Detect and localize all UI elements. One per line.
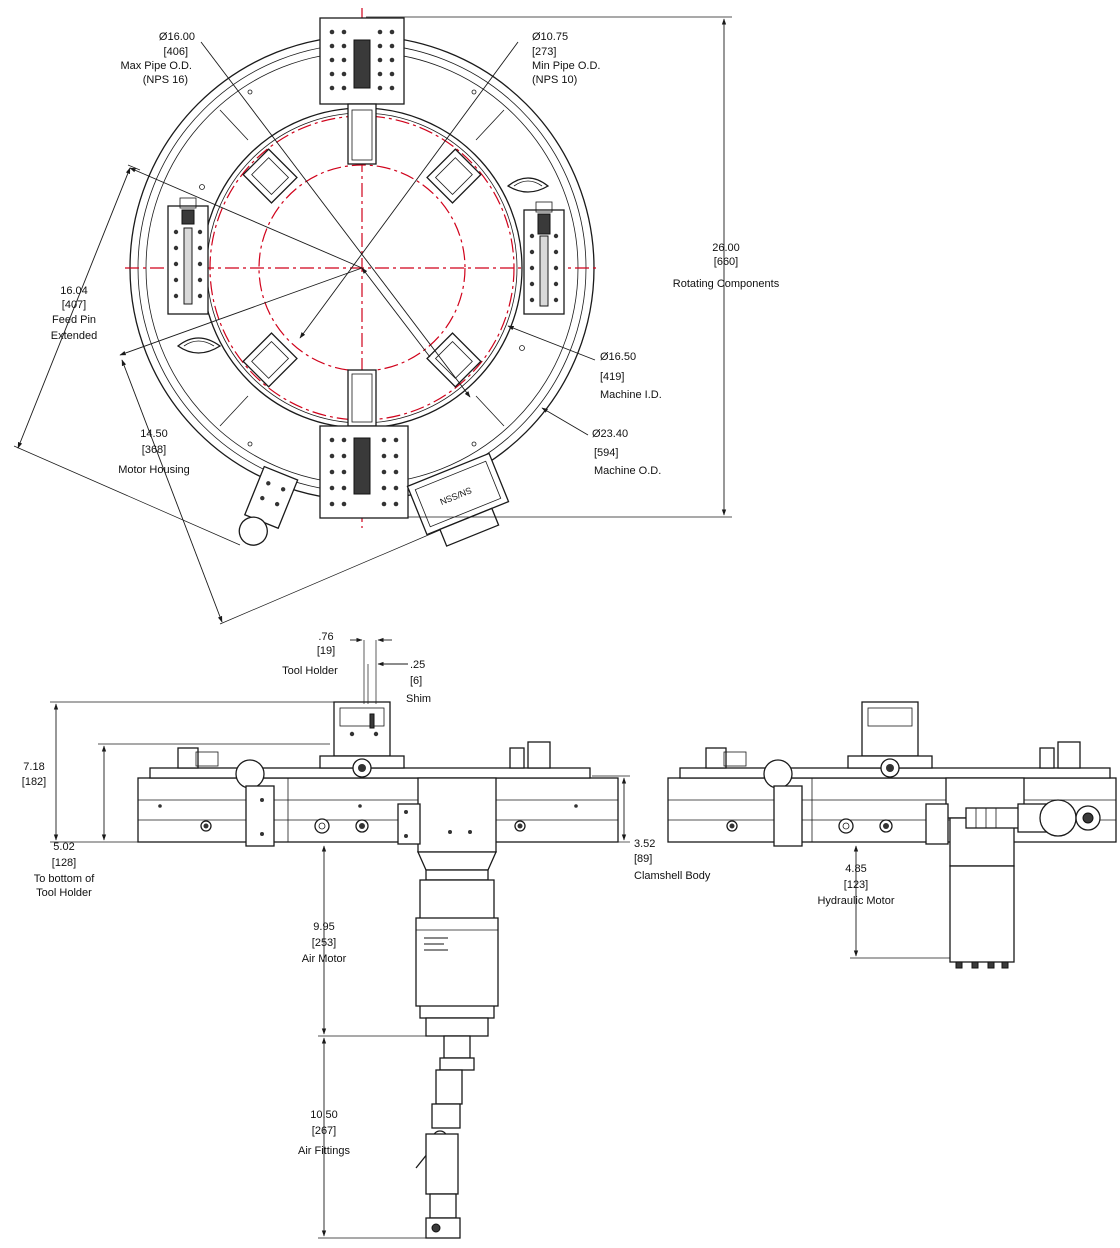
hydraulic-motor: [925, 777, 1101, 969]
feed-block-left: [167, 197, 209, 315]
svg-text:Clamshell Body: Clamshell Body: [634, 870, 711, 882]
clamshell-body: [137, 777, 619, 843]
motor-housing-dim: [121, 359, 441, 625]
svg-text:Machine I.D.: Machine I.D.: [600, 389, 662, 401]
body-holes: [158, 804, 578, 834]
diameter-leaders: [119, 41, 519, 398]
label-machine-id: Ø16.50 [419] Machine I.D.: [600, 351, 662, 401]
svg-text:Ø16.50: Ø16.50: [600, 351, 636, 363]
feed-block-right: [523, 201, 565, 315]
svg-text:[660]: [660]: [714, 256, 738, 268]
svg-text:Tool Holder: Tool Holder: [36, 887, 92, 899]
feed-pin-housing: [238, 465, 299, 546]
air-fittings-dim: [318, 1037, 428, 1239]
label-motor-housing: 14.50 [368] Motor Housing: [118, 428, 190, 476]
svg-text:[407]: [407]: [62, 299, 86, 311]
svg-text:Air Fittings: Air Fittings: [298, 1145, 350, 1157]
svg-text:Air Motor: Air Motor: [302, 953, 347, 965]
svg-text:[419]: [419]: [600, 371, 624, 383]
svg-text:[19]: [19]: [317, 645, 335, 657]
air-motor: [415, 879, 499, 1037]
svg-text:Tool Holder: Tool Holder: [282, 665, 338, 677]
tool-block-bottom: [319, 369, 409, 519]
top-view: SN/SSN: [13, 8, 732, 625]
svg-text:10.50: 10.50: [310, 1109, 338, 1121]
clamshell-height-dim: [592, 775, 630, 843]
svg-text:[267]: [267]: [312, 1125, 336, 1137]
tool-block-top: [319, 17, 405, 165]
label-air-motor: 9.95 [253] Air Motor: [302, 921, 347, 965]
svg-text:26.00: 26.00: [712, 242, 740, 254]
svg-text:14.50: 14.50: [140, 428, 168, 440]
label-machine-od: Ø23.40 [594] Machine O.D.: [592, 428, 661, 477]
label-overall-height: 7.18 [182]: [22, 761, 46, 788]
svg-text:9.95: 9.95: [313, 921, 334, 933]
svg-text:(NPS 10): (NPS 10): [532, 74, 577, 86]
svg-text:Ø23.40: Ø23.40: [592, 428, 628, 440]
svg-text:Motor Housing: Motor Housing: [118, 464, 190, 476]
svg-text:Ø16.00: Ø16.00: [159, 31, 195, 43]
svg-text:[182]: [182]: [22, 776, 46, 788]
label-feed-pin: 16.04 [407] Feed Pin Extended: [51, 285, 97, 342]
svg-text:4.85: 4.85: [845, 863, 866, 875]
svg-text:[406]: [406]: [164, 46, 188, 58]
air-motor-dim: [318, 845, 428, 1037]
svg-text:Ø10.75: Ø10.75: [532, 31, 568, 43]
svg-text:Rotating Components: Rotating Components: [673, 278, 780, 290]
overall-height-dim: [50, 701, 334, 843]
air-fittings: [415, 1035, 475, 1239]
svg-text:Shim: Shim: [406, 693, 431, 705]
svg-text:Hydraulic Motor: Hydraulic Motor: [817, 895, 894, 907]
svg-text:(NPS 16): (NPS 16): [143, 74, 188, 86]
front-view-hydraulic: [667, 701, 1117, 969]
feed-pin-knob: [235, 759, 275, 847]
label-to-bottom-tool-holder: 5.02 [128] To bottom of Tool Holder: [34, 841, 95, 899]
label-rotating-components: 26.00 [660] Rotating Components: [673, 242, 780, 290]
svg-text:[89]: [89]: [634, 853, 652, 865]
svg-text:3.52: 3.52: [634, 838, 655, 850]
tool-holder-width-dim: [350, 637, 408, 704]
jaw-pads: [242, 148, 482, 388]
svg-text:Extended: Extended: [51, 330, 97, 342]
svg-text:[368]: [368]: [142, 444, 166, 456]
svg-text:[6]: [6]: [410, 675, 422, 687]
svg-text:[128]: [128]: [52, 857, 76, 869]
label-tool-holder: .76 [19] Tool Holder: [282, 631, 338, 677]
label-max-pipe-od: Ø16.00 [406] Max Pipe O.D. (NPS 16): [120, 31, 195, 86]
front-view-air: [50, 637, 630, 1239]
svg-text:.76: .76: [318, 631, 333, 643]
svg-text:[253]: [253]: [312, 937, 336, 949]
motor-mount: SN/SSN: [406, 452, 510, 547]
svg-text:[123]: [123]: [844, 879, 868, 891]
svg-text:Min Pipe O.D.: Min Pipe O.D.: [532, 60, 600, 72]
svg-text:Feed Pin: Feed Pin: [52, 314, 96, 326]
svg-text:.25: .25: [410, 659, 425, 671]
svg-text:To bottom of: To bottom of: [34, 873, 95, 885]
svg-text:Max Pipe O.D.: Max Pipe O.D.: [120, 60, 192, 72]
label-air-fittings: 10.50 [267] Air Fittings: [298, 1109, 350, 1157]
gearbox-housing: [397, 777, 498, 881]
label-shim: .25 [6] Shim: [406, 659, 431, 705]
tool-holder: [319, 701, 405, 778]
svg-text:16.04: 16.04: [60, 285, 88, 297]
svg-text:Machine O.D.: Machine O.D.: [594, 465, 661, 477]
label-clamshell-body: 3.52 [89] Clamshell Body: [634, 838, 711, 882]
rotating-components-dim: [366, 16, 732, 518]
hydraulic-motor-dim: [850, 845, 950, 959]
label-hydraulic-motor: 4.85 [123] Hydraulic Motor: [817, 863, 894, 907]
label-min-pipe-od: Ø10.75 [273] Min Pipe O.D. (NPS 10): [532, 31, 600, 86]
lift-lug-left: [176, 337, 222, 354]
svg-text:5.02: 5.02: [53, 841, 74, 853]
svg-text:7.18: 7.18: [23, 761, 44, 773]
svg-text:[273]: [273]: [532, 46, 556, 58]
ring-segments: [219, 109, 505, 427]
svg-text:[594]: [594]: [594, 447, 618, 459]
lift-lug-right: [506, 177, 550, 193]
